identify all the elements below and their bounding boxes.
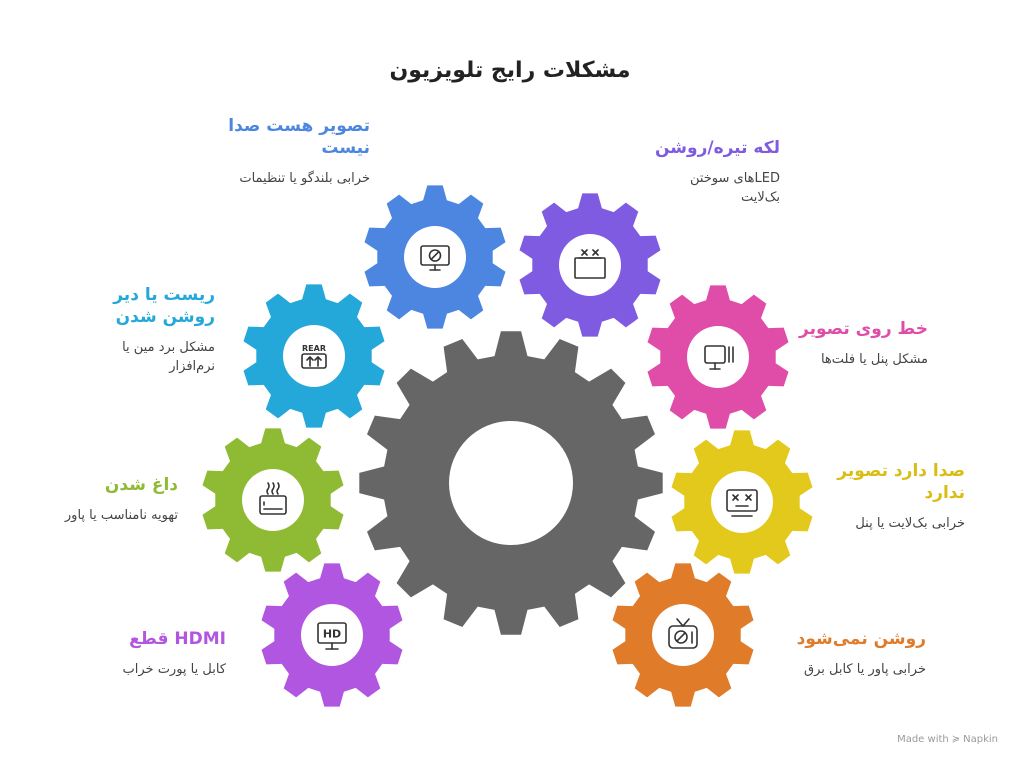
rear-panel-icon: REAR (301, 344, 327, 369)
issue-desc: خرابی بلندگو یا تنظیمات (239, 171, 370, 186)
issue-label-image-no-sound: تصویر هست صدا نیست خرابی بلندگو یا تنظیم… (200, 115, 370, 188)
issue-label-dark-bright-spot: لکه تیره/روشن LEDهای سوختن بک‌لایت (622, 137, 780, 207)
issue-label-overheating: داغ شدن تهویه نامناسب یا پاور (40, 474, 178, 525)
issue-title: خط روی تصویر (799, 319, 928, 339)
issue-desc: مشکل برد مین یا نرم‌افزار (122, 340, 215, 374)
dead-screen-icon (726, 489, 758, 517)
issue-desc: تهویه نامناسب یا پاور (64, 508, 178, 523)
issue-label-line-on-image: خط روی تصویر مشکل پنل یا فلت‌ها (770, 318, 928, 369)
heat-device-icon (259, 482, 287, 515)
issue-gears: HD REAR (202, 185, 813, 707)
broken-screen-icon (574, 249, 606, 279)
gear-hub (242, 469, 304, 531)
gear-hub (711, 471, 773, 533)
gear-hub (559, 234, 621, 296)
gear-hub (687, 326, 749, 388)
issue-label-hdmi-cut: HDMI قطع کابل یا پورت خراب (86, 628, 227, 679)
gear-sound-no-image (671, 430, 813, 574)
rear-text: REAR (302, 344, 326, 353)
issue-desc: مشکل پنل یا فلت‌ها (820, 352, 928, 367)
gear-overheating (202, 428, 344, 572)
gear-hub (404, 226, 466, 288)
monitor-blocked-icon (420, 245, 450, 271)
hd-text: HD (323, 628, 341, 641)
tv-off-icon (668, 618, 698, 649)
issue-label-wont-turn-on: روشن نمی‌شود خرابی پاور یا کابل برق (766, 628, 926, 679)
issue-title: صدا دارد تصویر ندارد (837, 461, 965, 503)
footer: Made with≽Napkin (894, 734, 998, 745)
issue-label-sound-no-image: صدا دارد تصویر ندارد خرابی بک‌لایت یا پن… (810, 460, 965, 533)
gear-image-no-sound (364, 185, 506, 329)
issue-title: داغ شدن (104, 475, 178, 495)
issue-desc: کابل یا پورت خراب (122, 662, 227, 677)
issue-title: HDMI قطع (129, 629, 226, 649)
issue-desc: خرابی بک‌لایت یا پنل (855, 516, 965, 531)
made-with-text: Made with (897, 734, 949, 745)
issue-label-reset-slow: ریست یا دیر روشن شدن مشکل برد مین یا نرم… (70, 284, 215, 376)
hd-monitor-icon: HD (317, 622, 347, 650)
monitor-lines-icon (704, 345, 734, 370)
issue-desc: خرابی پاور یا کابل برق (803, 662, 926, 677)
gear-line-on-image (647, 285, 789, 429)
gear-hub (301, 604, 363, 666)
gear-dark-bright-spot (519, 193, 661, 337)
issue-title: تصویر هست صدا نیست (228, 116, 370, 158)
napkin-logo-icon: ≽ (951, 734, 961, 745)
gear-reset-slow: REAR (243, 284, 385, 428)
issue-desc: LEDهای سوختن بک‌لایت (689, 171, 780, 205)
issue-title: لکه تیره/روشن (654, 138, 780, 158)
center-gear (359, 331, 663, 635)
issue-title: روشن نمی‌شود (796, 629, 926, 649)
gear-wont-turn-on (612, 563, 754, 707)
brand-name: Napkin (963, 734, 998, 745)
gear-hdmi-cut: HD (261, 563, 403, 707)
center-gear-shape (359, 331, 663, 635)
gear-hub (283, 325, 345, 387)
page-title: مشکلات رایج تلویزیون (389, 58, 631, 83)
issue-title: ریست یا دیر روشن شدن (113, 285, 215, 327)
